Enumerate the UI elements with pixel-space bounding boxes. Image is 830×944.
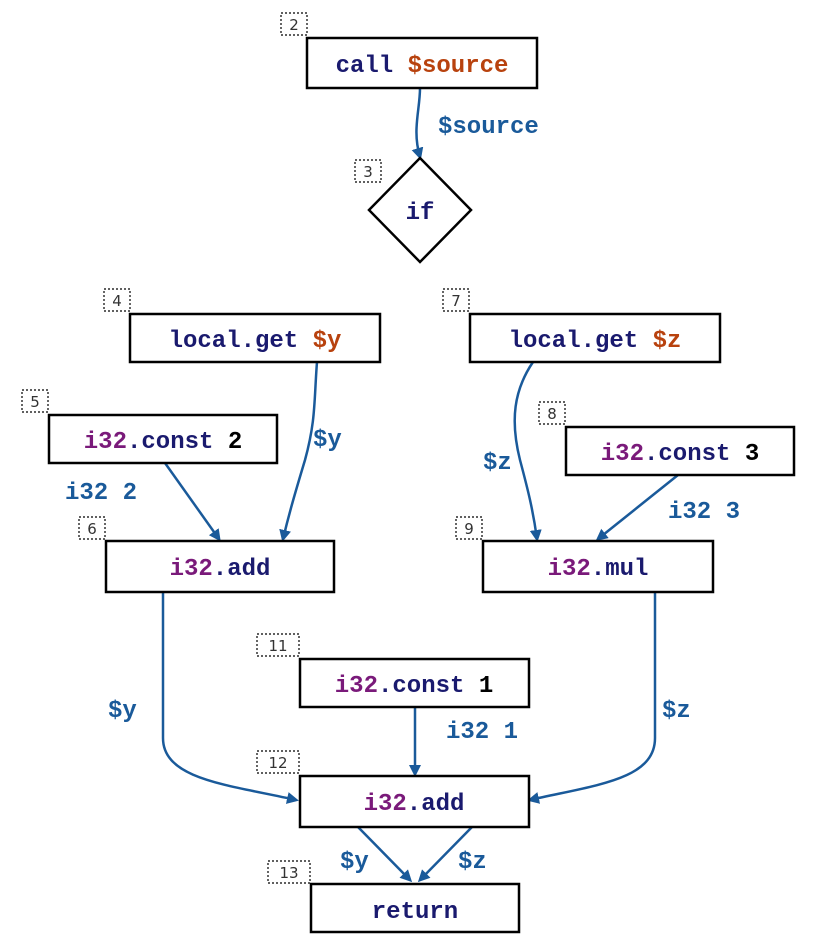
token-ty: i32 xyxy=(548,556,591,583)
node-id-3: 3 xyxy=(363,163,373,181)
node-local-get-y: 4 local.get $y xyxy=(103,288,382,364)
edges xyxy=(161,87,679,883)
node-label: if xyxy=(406,200,435,227)
edge-labels: $source $y i32 2 $z i32 3 $y i32 1 $z $y… xyxy=(65,114,740,876)
node-id-4: 4 xyxy=(112,292,122,310)
node-i32-const-3: 8 i32.const 3 xyxy=(538,401,796,477)
edge-label-z-merge: $z xyxy=(662,698,691,725)
node-label: call $source xyxy=(336,53,509,80)
token-ty: i32 xyxy=(364,791,407,818)
token-nm: 1 xyxy=(479,673,493,700)
node-label: i32.add xyxy=(364,791,465,818)
edge-4-6 xyxy=(279,361,319,542)
node-if: 3 if xyxy=(354,156,473,264)
edge-9-12 xyxy=(527,592,657,804)
node-id-7: 7 xyxy=(451,292,461,310)
node-id-2: 2 xyxy=(289,16,299,34)
token-kw: call xyxy=(336,53,408,80)
node-return: 13 return xyxy=(267,860,521,934)
node-i32-const-2: 5 i32.const 2 xyxy=(21,389,279,465)
node-label: i32.const 1 xyxy=(335,673,493,700)
token-kw: .mul xyxy=(591,556,649,583)
edge-label-y-merge: $y xyxy=(108,698,137,725)
edge-8-9 xyxy=(595,474,679,541)
token-ty: i32 xyxy=(601,441,644,468)
token-vr: $y xyxy=(313,328,342,355)
token-kw: .const xyxy=(127,429,228,456)
token-nm: 3 xyxy=(745,441,759,468)
node-i32-const-1: 11 i32.const 1 xyxy=(256,633,531,709)
edge-2-3 xyxy=(411,87,424,160)
node-id-9: 9 xyxy=(464,520,474,538)
node-local-get-z: 7 local.get $z xyxy=(442,288,722,364)
edge-label-z-right: $z xyxy=(483,450,512,477)
edge-label-y-left: $y xyxy=(313,427,342,454)
edge-label-i32-1: i32 1 xyxy=(446,719,518,746)
node-i32-mul: 9 i32.mul xyxy=(455,516,715,594)
token-kw: .add xyxy=(407,791,465,818)
node-label: i32.mul xyxy=(548,556,649,583)
token-kw: if xyxy=(406,200,435,227)
node-id-8: 8 xyxy=(547,405,557,423)
token-nm: 2 xyxy=(228,429,242,456)
node-i32-add-left: 6 i32.add xyxy=(78,516,336,594)
node-label: local.get $z xyxy=(509,328,682,355)
token-kw: local.get xyxy=(509,328,653,355)
token-ty: i32 xyxy=(335,673,378,700)
edge-label-source: $source xyxy=(438,114,539,141)
node-label: local.get $y xyxy=(169,328,342,355)
node-label: return xyxy=(372,899,458,926)
token-vr: $z xyxy=(653,328,682,355)
edge-label-z-return: $z xyxy=(458,849,487,876)
edge-12-13-y xyxy=(357,826,413,883)
edge-7-9 xyxy=(513,361,542,542)
token-kw: local.get xyxy=(169,328,313,355)
node-i32-add-merge: 12 i32.add xyxy=(256,750,531,829)
token-kw: return xyxy=(372,899,458,926)
node-label: i32.const 3 xyxy=(601,441,759,468)
node-label: i32.add xyxy=(170,556,271,583)
edge-label-i32-2: i32 2 xyxy=(65,480,137,507)
token-ty: i32 xyxy=(170,556,213,583)
node-id-6: 6 xyxy=(87,520,97,538)
node-label: i32.const 2 xyxy=(84,429,242,456)
node-call-source: 2 call $source xyxy=(280,12,539,90)
token-kw: .const xyxy=(644,441,745,468)
edge-12-13-z xyxy=(417,826,473,883)
edge-label-y-return: $y xyxy=(340,849,369,876)
node-id-5: 5 xyxy=(30,393,40,411)
token-kw: .add xyxy=(213,556,271,583)
token-vr: $source xyxy=(408,53,509,80)
token-ty: i32 xyxy=(84,429,127,456)
edge-label-i32-3: i32 3 xyxy=(668,499,740,526)
edge-5-6 xyxy=(163,462,221,542)
edge-6-12 xyxy=(161,592,299,804)
token-kw: .const xyxy=(378,673,479,700)
node-id-11: 11 xyxy=(268,637,287,655)
node-id-13: 13 xyxy=(279,864,298,882)
node-id-12: 12 xyxy=(268,754,287,772)
